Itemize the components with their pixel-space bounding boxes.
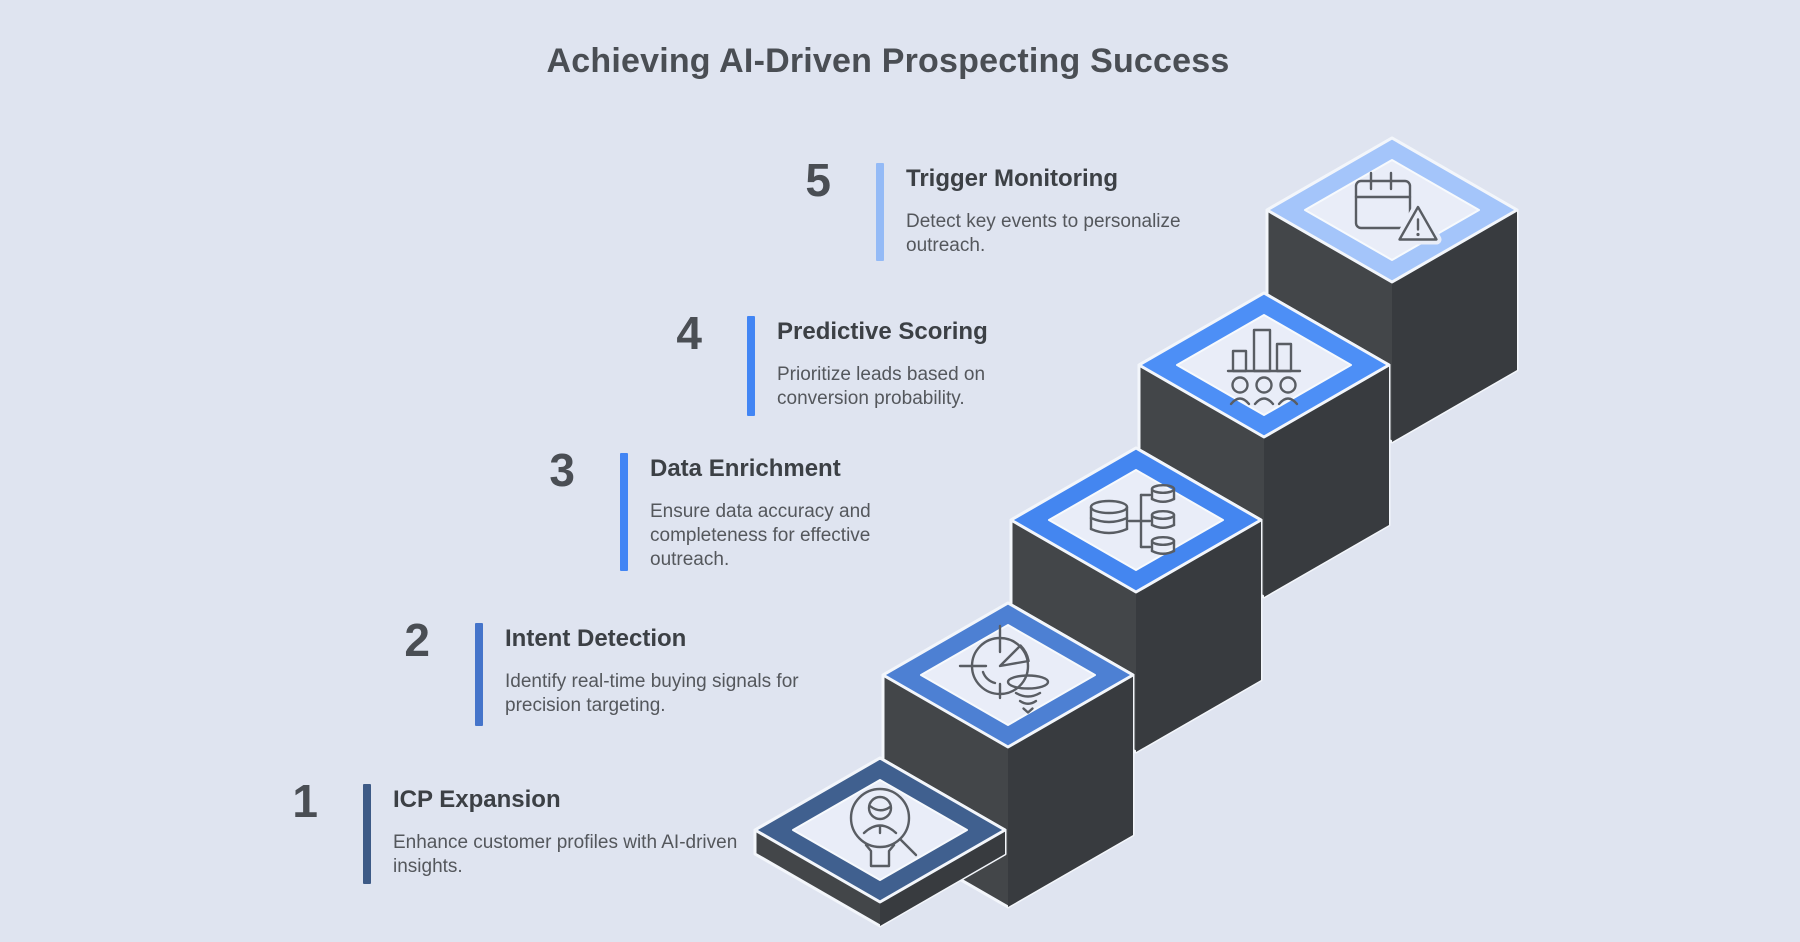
step-description: Identify real-time buying signals for pr… bbox=[505, 671, 799, 716]
step-accent-bar bbox=[475, 623, 483, 726]
step-tile-1 bbox=[753, 756, 1007, 928]
radar-funnel-icon bbox=[958, 624, 1050, 714]
tile-side-right bbox=[1136, 520, 1261, 752]
person-search-icon bbox=[849, 787, 918, 868]
bar-chart-people-icon bbox=[1226, 328, 1302, 406]
step-title: Intent Detection bbox=[505, 625, 687, 652]
step-number: 5 bbox=[805, 154, 831, 206]
step-description: Detect key events to personalize outreac… bbox=[906, 211, 1181, 256]
step-title: Trigger Monitoring bbox=[906, 165, 1118, 192]
step-title: Predictive Scoring bbox=[777, 318, 988, 345]
step-accent-bar bbox=[620, 453, 628, 571]
step-text: Predictive Scoring Prioritize leads base… bbox=[777, 316, 1022, 411]
step-number: 2 bbox=[404, 614, 430, 666]
step-accent-bar bbox=[747, 316, 755, 416]
step-accent-bar bbox=[876, 163, 884, 261]
step-number: 3 bbox=[549, 444, 575, 496]
tile-side-right bbox=[1008, 675, 1133, 907]
tile-face bbox=[920, 624, 1096, 726]
step-number: 4 bbox=[676, 307, 702, 359]
step-text: Trigger Monitoring Detect key events to … bbox=[906, 163, 1201, 258]
calendar-alert-icon bbox=[1354, 171, 1442, 245]
step-text: ICP Expansion Enhance customer profiles … bbox=[393, 784, 738, 879]
step-accent-bar bbox=[363, 784, 371, 884]
step-text: Data Enrichment Ensure data accuracy and… bbox=[650, 453, 905, 572]
tile-side-right bbox=[1264, 365, 1389, 597]
tile-side-right bbox=[880, 830, 1005, 926]
step-title: ICP Expansion bbox=[393, 786, 561, 813]
step-description: Ensure data accuracy and completeness fo… bbox=[650, 501, 871, 570]
step-text: Intent Detection Identify real-time buyi… bbox=[505, 623, 830, 718]
tile-side-right bbox=[1392, 210, 1517, 442]
step-number: 1 bbox=[292, 775, 318, 827]
page-title: Achieving AI-Driven Prospecting Success bbox=[546, 42, 1230, 80]
tile-face bbox=[1176, 314, 1352, 416]
database-branch-icon bbox=[1089, 484, 1176, 555]
step-description: Enhance customer profiles with AI-driven… bbox=[393, 832, 738, 877]
step-description: Prioritize leads based on conversion pro… bbox=[777, 364, 986, 409]
step-title: Data Enrichment bbox=[650, 455, 841, 482]
